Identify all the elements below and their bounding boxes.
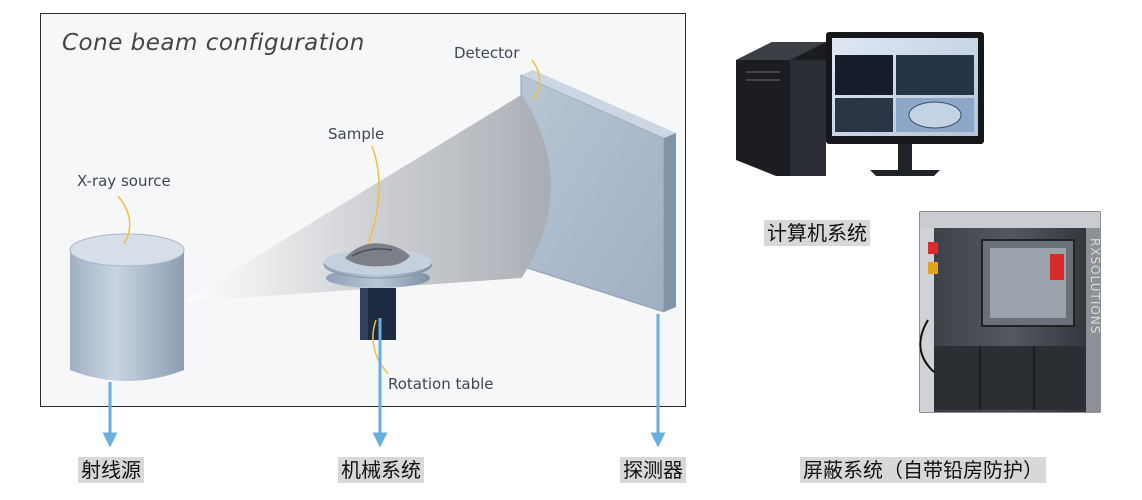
xray-source-label: X-ray source: [77, 172, 171, 190]
shielding-system-label: 屏蔽系统（自带铅房防护）: [800, 457, 1046, 483]
sample-label: Sample: [328, 125, 385, 143]
sample-callout: [367, 145, 380, 245]
xray-source-callout: [117, 195, 131, 245]
diagram-title: Cone beam configuration: [62, 30, 365, 56]
detector-system-label: 探测器: [620, 457, 686, 483]
monitor-icon: [826, 32, 984, 176]
cabinet-brand-text: RXSOLUTIONS: [1088, 238, 1102, 335]
source-system-label: 射线源: [78, 457, 144, 483]
shielding-cabinet-icon: [919, 211, 1101, 413]
xray-beam-cone: [182, 95, 551, 302]
sample-car-model: [345, 243, 410, 267]
workstation-tower-icon: [736, 42, 826, 176]
computer-system-label: 计算机系统: [764, 220, 870, 246]
detector-panel: [520, 70, 676, 313]
xray-source-cylinder: [69, 233, 185, 381]
rotation-table-callout: [372, 319, 389, 375]
mechanical-system-label: 机械系统: [338, 457, 424, 483]
rotation-table: [323, 243, 433, 340]
rotation-table-label: Rotation table: [388, 375, 494, 393]
detector-callout: [531, 59, 541, 101]
detector-label: Detector: [454, 44, 520, 62]
